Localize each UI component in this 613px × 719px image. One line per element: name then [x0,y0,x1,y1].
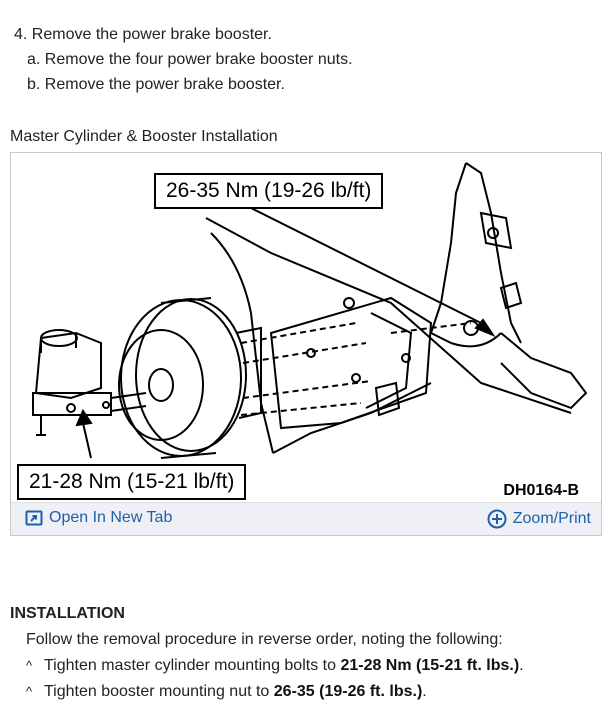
open-new-tab-icon [25,510,43,526]
installation-intro: Follow the removal procedure in reverse … [26,631,503,648]
figure-code: DH0164-B [503,482,579,499]
figure-toolbar: Open In New Tab Zoom/Print [11,502,601,535]
torque-callout-master-cylinder: 21-28 Nm (15-21 lb/ft) [17,464,247,500]
removal-steps: 4. Remove the power brake booster. a. Re… [14,22,353,97]
step-4: 4. Remove the power brake booster. [14,26,272,43]
step-4a: a. Remove the four power brake booster n… [27,51,353,68]
zoom-print-label: Zoom/Print [512,510,591,527]
step-4b: b. Remove the power brake booster. [27,76,285,93]
bullet-1-value: 21-28 Nm (15-21 ft. lbs.) [340,657,520,674]
bullet-1-end: . [519,657,524,674]
torque-callout-booster: 26-35 Nm (19-26 lb/ft) [154,173,384,209]
figure-panel: 26-35 Nm (19-26 lb/ft) 21-28 Nm (15-21 l… [10,152,602,536]
caret-icon: ^ [26,658,33,673]
open-in-new-tab-label: Open In New Tab [49,509,173,526]
figure-title: Master Cylinder & Booster Installation [10,128,278,145]
installation-heading: INSTALLATION [10,605,125,622]
bullet-2-text: Tighten booster mounting nut to [44,683,274,700]
bullet-2-end: . [422,683,427,700]
booster-diagram [32,162,588,459]
installation-section: INSTALLATION Follow the removal procedur… [10,605,600,705]
bullet-1-text: Tighten master cylinder mounting bolts t… [44,657,341,674]
bullet-2-value: 26-35 (19-26 ft. lbs.) [273,683,423,700]
caret-icon: ^ [26,684,33,699]
zoom-print-link[interactable]: Zoom/Print [487,509,591,529]
installation-bullet-2: ^ Tighten booster mounting nut to 26-35 (… [10,679,600,705]
zoom-plus-icon [487,509,507,529]
installation-bullet-1: ^ Tighten master cylinder mounting bolts … [10,653,600,679]
open-in-new-tab-link[interactable]: Open In New Tab [25,509,172,527]
